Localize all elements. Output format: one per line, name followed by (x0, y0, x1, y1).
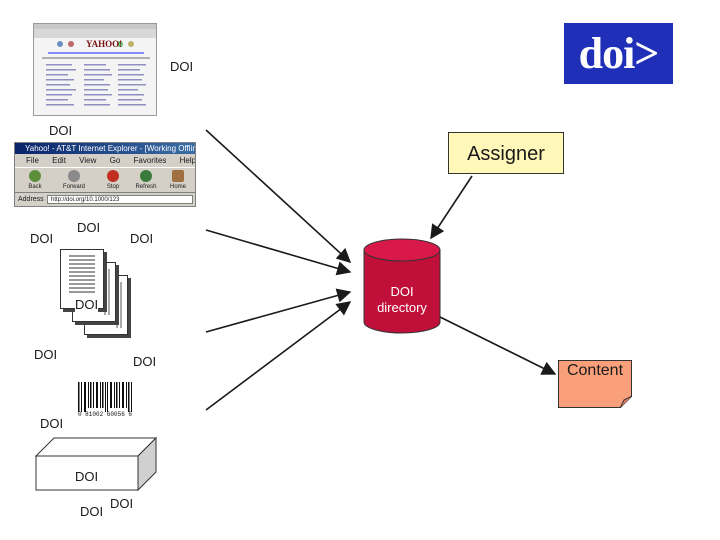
disk-doi-label-inner: DOI (75, 469, 99, 484)
menu-help[interactable]: Help (179, 156, 195, 165)
web-page-mockup: YAHOO! (34, 24, 156, 106)
content-page-fold (620, 396, 632, 408)
browser-toolbar: Back Forward Stop Refresh Home (15, 167, 195, 193)
barcode-doi-label-left: DOI (34, 347, 58, 362)
home-button[interactable]: Home (163, 170, 193, 192)
stop-label: Stop (106, 184, 120, 190)
stop-button[interactable]: Stop (98, 170, 128, 192)
browser-window: Yahoo! - AT&T Internet Explorer - [Worki… (14, 142, 196, 207)
home-label: Home (169, 184, 186, 190)
back-button[interactable]: Back (20, 170, 50, 192)
docs-doi-label-inner: DOI (75, 297, 99, 312)
directory-label-line1: DOI (390, 284, 413, 299)
doi-logo: doi> (564, 23, 673, 84)
arrow-disk-to-directory (205, 301, 352, 411)
disk-box (34, 436, 158, 492)
refresh-button[interactable]: Refresh (131, 170, 161, 192)
browser-doi-label: DOI (49, 123, 73, 138)
assigner-box: Assigner (448, 132, 564, 174)
refresh-icon (140, 170, 152, 182)
doi-directory-cylinder: DOI directory (363, 238, 441, 334)
docs-doi-label-left: DOI (30, 231, 54, 246)
address-label: Address (18, 196, 44, 203)
address-input[interactable]: http://doi.org/10.1000/123 (47, 195, 193, 204)
back-icon (29, 170, 41, 182)
disk-doi-label-bottom-right: DOI (110, 496, 134, 511)
refresh-label: Refresh (135, 184, 157, 190)
menu-view[interactable]: View (79, 156, 97, 165)
back-label: Back (28, 184, 42, 190)
home-icon (172, 170, 184, 182)
arrow-web-to-directory (205, 129, 352, 263)
forward-label: Forward (62, 184, 85, 190)
menu-favorites[interactable]: Favorites (133, 156, 167, 165)
docs-doi-label-top: DOI (77, 220, 101, 235)
barcode-doi-label-right: DOI (133, 354, 157, 369)
menu-file[interactable]: File (26, 156, 39, 165)
web-page-doi-label: DOI (170, 59, 194, 74)
site-logo-text: YAHOO! (86, 39, 122, 49)
directory-label-line2: directory (377, 300, 427, 315)
stop-icon (107, 170, 119, 182)
web-page-thumbnail: YAHOO! (33, 23, 157, 116)
arrow-directory-to-content (437, 315, 557, 375)
barcode-doi-label-bottom: DOI (40, 416, 64, 431)
arrow-barcode-to-directory (205, 288, 352, 333)
browser-title-bar: Yahoo! - AT&T Internet Explorer - [Worki… (15, 143, 195, 154)
forward-icon (68, 170, 80, 182)
docs-doi-label-right: DOI (130, 231, 154, 246)
content-box: Content (558, 360, 632, 408)
menu-edit[interactable]: Edit (52, 156, 66, 165)
arrow-assigner-to-directory (430, 175, 473, 240)
disk-doi-label-bottom-left: DOI (80, 504, 104, 519)
menu-go[interactable]: Go (109, 156, 121, 165)
barcode-graphic: 0 81002 60056 6 (78, 382, 132, 418)
barcode-digits: 0 81002 60056 6 (78, 411, 132, 418)
browser-address-bar: Address http://doi.org/10.1000/123 (15, 193, 195, 206)
arrow-docs-to-directory (205, 229, 352, 276)
forward-button[interactable]: Forward (59, 170, 89, 192)
browser-menu-bar: File Edit View Go Favorites Help (15, 155, 195, 166)
